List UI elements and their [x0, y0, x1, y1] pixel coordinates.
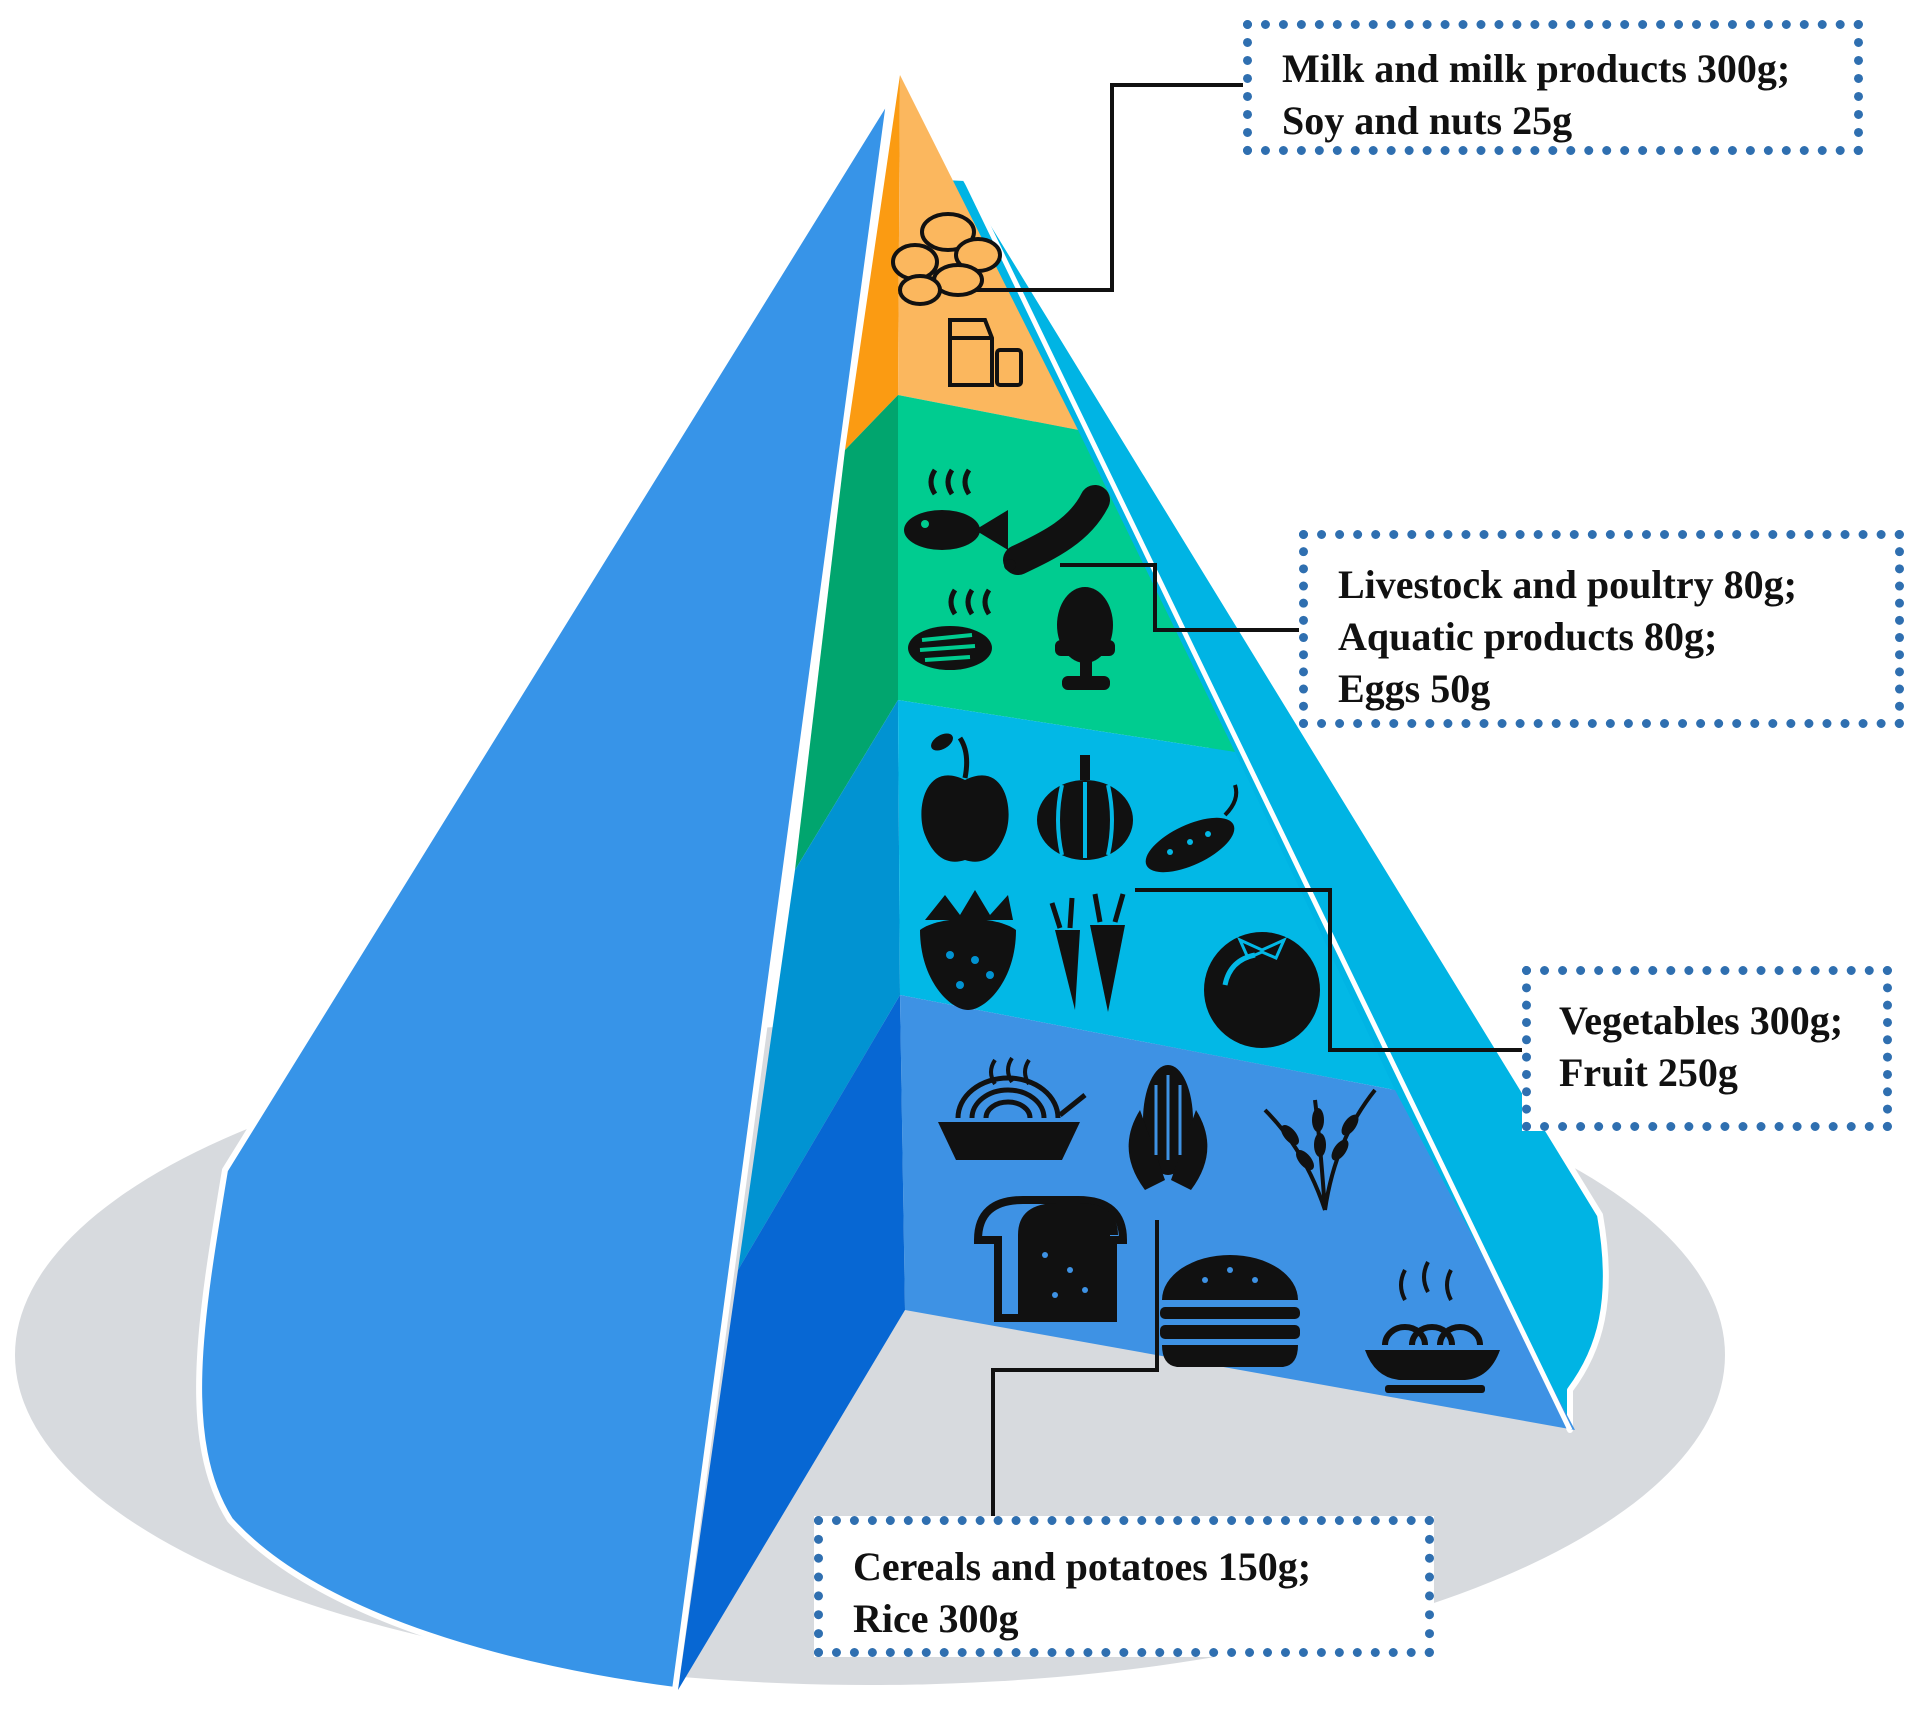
callout-produce-line2: Fruit 250g [1559, 1050, 1738, 1095]
cereal-tier-side [678, 995, 905, 1690]
callout-cereals-line1: Cereals and potatoes 150g; [853, 1544, 1312, 1589]
noodle-bowl-icon [938, 1056, 1087, 1160]
callout-protein-line3: Eggs 50g [1338, 666, 1491, 711]
burger-icon [1160, 1255, 1300, 1367]
carrot-icon [1049, 893, 1126, 1012]
callout-dairy: Milk and milk products 300g; Soy and nut… [1243, 20, 1863, 155]
slope-highlight [962, 176, 1573, 1432]
leader-line-cereals [991, 1220, 1159, 1518]
fish-icon [904, 468, 1008, 550]
callout-cereals-line2: Rice 300g [853, 1596, 1019, 1641]
potatoes-icon [891, 212, 1002, 306]
callout-produce-line1: Vegetables 300g; [1559, 998, 1844, 1043]
callout-cereals: Cereals and potatoes 150g; Rice 300g [814, 1516, 1434, 1657]
steak-icon [908, 588, 992, 670]
sausage-icon [1003, 485, 1110, 575]
dairy-tier-side [845, 75, 900, 450]
callout-dairy-line2: Soy and nuts 25g [1282, 98, 1573, 143]
produce-tier-side [738, 700, 900, 1270]
strawberry-icon [920, 890, 1016, 1010]
tomato-icon [1204, 932, 1320, 1048]
pumpkin-icon [1037, 755, 1133, 860]
leader-line-protein [1060, 563, 1300, 632]
pasta-icon [1365, 1261, 1500, 1393]
leader-line-produce [1135, 888, 1525, 1052]
leader-line-dairy [975, 83, 1245, 292]
callout-dairy-line1: Milk and milk products 300g; [1282, 46, 1791, 91]
corn-icon [1128, 1065, 1208, 1190]
milk-carton-icon [948, 318, 1023, 387]
callout-produce: Vegetables 300g; Fruit 250g [1522, 966, 1892, 1131]
protein-tier [898, 395, 1235, 752]
callout-protein: Livestock and poultry 80g; Aquatic produ… [1299, 530, 1904, 728]
apple-icon [921, 733, 1009, 862]
pyramid-cone-body [196, 92, 893, 1693]
cucumber-icon [1145, 784, 1239, 873]
protein-tier-side [795, 395, 898, 870]
bread-icon [973, 1196, 1128, 1322]
wheat-icon [1263, 1088, 1377, 1211]
egg-cup-icon [1055, 587, 1115, 690]
callout-protein-line1: Livestock and poultry 80g; [1338, 562, 1797, 607]
callout-protein-line2: Aquatic products 80g; [1338, 614, 1718, 659]
